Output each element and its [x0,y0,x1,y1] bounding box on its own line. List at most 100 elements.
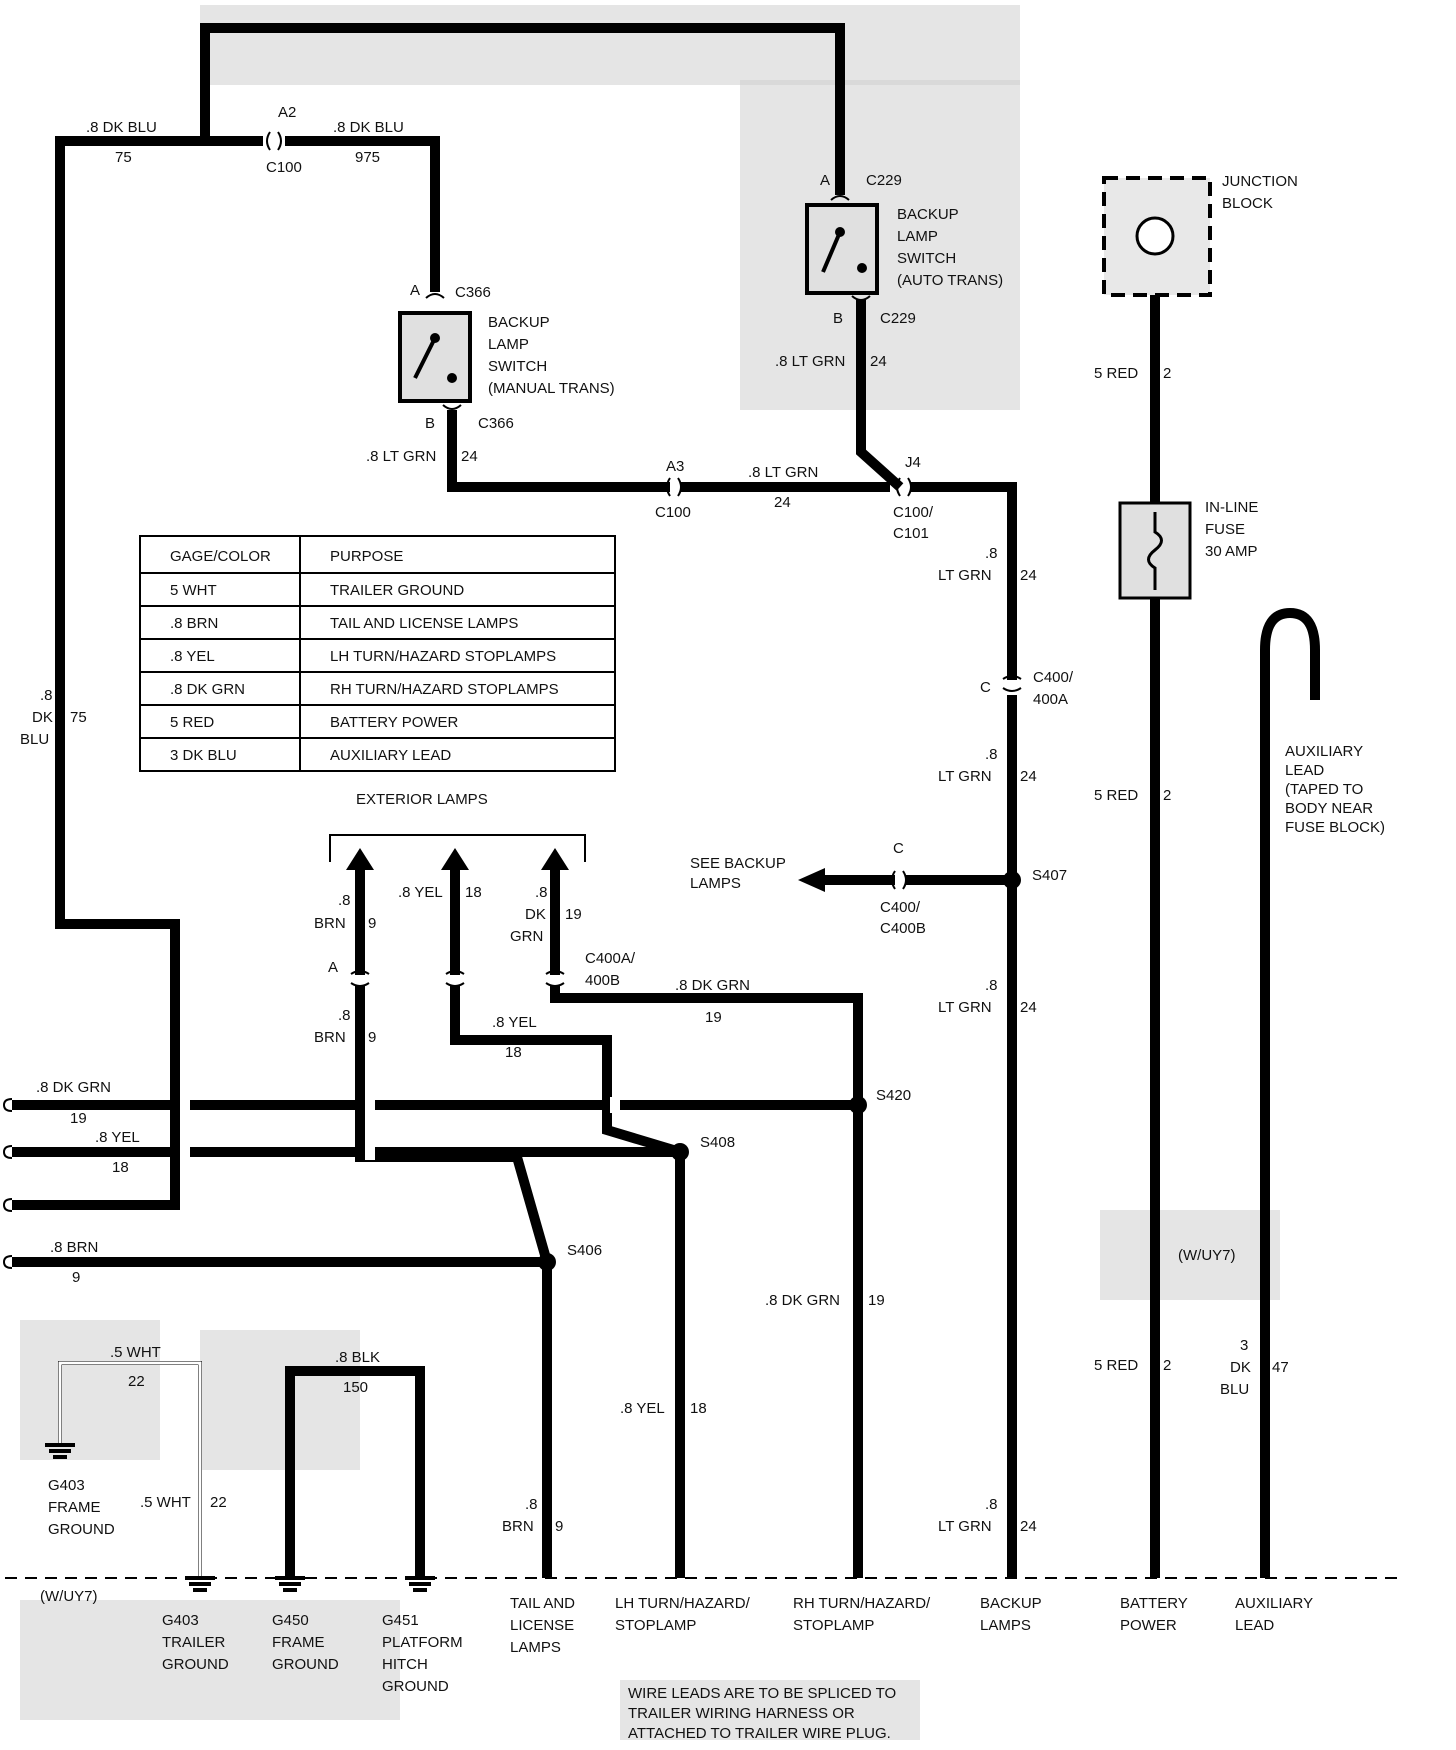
wire-label: 47 [1272,1359,1289,1376]
fuse-label-3: 30 AMP [1205,543,1258,560]
connector-symbols [2,131,1022,1269]
wire-label: .8 YEL [620,1400,665,1417]
ground-icon [185,1576,215,1592]
wire-label: 22 [128,1373,145,1390]
lead-label: LAMPS [510,1639,561,1656]
wire-label: .8 YEL [95,1129,140,1146]
conn-c100-c101-a: C100/ [893,504,934,521]
wire-label: .8 YEL [492,1014,537,1031]
wire-label: LT GRN [938,768,992,785]
table-cell: 3 DK BLU [170,747,237,764]
wire-label: .5 WHT [140,1494,191,1511]
wire-label: BLU [20,731,49,748]
wire-label: 9 [72,1269,80,1286]
auto-switch-label-3: SWITCH [897,250,956,267]
fuse-label-1: IN-LINE [1205,499,1258,516]
table-cell: AUXILIARY LEAD [330,747,451,764]
aux-lead-label: AUXILIARY [1285,743,1363,760]
wire-label: .8 [985,1496,998,1513]
conn-b-c366: B [425,415,435,432]
table-cell: 5 RED [170,714,214,731]
wire-label: .8 [985,746,998,763]
lead-label: POWER [1120,1617,1177,1634]
ground-label: GROUND [272,1656,339,1673]
wire-label: .8 [535,884,548,901]
wire-label: (W/UY7) [40,1588,98,1605]
conn-c400a-b: 400B [585,972,620,989]
see-backup-label: LAMPS [690,875,741,892]
lead-label: AUXILIARY [1235,1595,1313,1612]
conn-c100-top: C100 [266,159,302,176]
ground-label: FRAME [48,1499,101,1516]
wire-label: DK [525,906,546,923]
lead-labels: TAIL AND LICENSE LAMPS LH TURN/HAZARD/ S… [510,1595,1313,1656]
ground-label: GROUND [382,1678,449,1695]
wire-label: 18 [465,884,482,901]
splice-s407: S407 [1032,867,1067,884]
wire-label: 3 [1240,1337,1248,1354]
wire-label: 24 [1020,567,1037,584]
note-line: TRAILER WIRING HARNESS OR [628,1705,855,1722]
wire-label: 5 RED [1094,787,1138,804]
conn-c229-bot: C229 [880,310,916,327]
conn-b-c229: B [833,310,843,327]
connector-labels: A2 C100 C229 A B C229 C366 A B C366 A3 C… [266,104,1074,989]
backup-switch-manual: BACKUP LAMP SWITCH (MANUAL TRANS) [398,311,615,403]
wire-label: .8 [40,687,53,704]
aux-lead-label: FUSE BLOCK) [1285,819,1385,836]
wire-label: 24 [461,448,478,465]
wire-label: .8 LT GRN [366,448,436,465]
conn-c100-mid: C100 [655,504,691,521]
conn-c400b-b: C400B [880,920,926,937]
wire-label: 19 [705,1009,722,1026]
conn-c366-top: C366 [455,284,491,301]
table-header: PURPOSE [330,548,403,565]
conn-c400a-a: C400A/ [585,950,636,967]
conn-c400b-a: C400/ [880,899,921,916]
wire-label: (W/UY7) [1178,1247,1236,1264]
wire-label: 2 [1163,787,1171,804]
wire-label: 18 [690,1400,707,1417]
inline-fuse: IN-LINE FUSE 30 AMP [1118,499,1258,600]
ground-label: GROUND [162,1656,229,1673]
manual-switch-label-4: (MANUAL TRANS) [488,380,615,397]
manual-switch-label-3: SWITCH [488,358,547,375]
ground-label: TRAILER [162,1634,226,1651]
wire-label: BRN [502,1518,534,1535]
ground-label: PLATFORM [382,1634,463,1651]
ground-label: G451 [382,1612,419,1629]
wire-label: 19 [565,906,582,923]
ground-icon [45,1443,75,1459]
wire-label: 22 [210,1494,227,1511]
wire-labels: .8 DK BLU 75 .8 DK BLU 975 .8 LT GRN 24 … [20,119,1289,1605]
conn-c100-c101-b: C101 [893,525,929,542]
ground-label: G403 [162,1612,199,1629]
wire-label: .8 DK GRN [36,1079,111,1096]
wire-label: 75 [70,709,87,726]
table-cell: 5 WHT [170,582,217,599]
wire-label: 18 [112,1159,129,1176]
exterior-lamps-label: EXTERIOR LAMPS [356,791,488,808]
wire-label: LT GRN [938,1518,992,1535]
wire-label: .8 [338,1007,351,1024]
note-line: WIRE LEADS ARE TO BE SPLICED TO [628,1685,896,1702]
lead-label: LEAD [1235,1617,1274,1634]
aux-lead-label: BODY NEAR [1285,800,1373,817]
wire-label: .8 DK BLU [86,119,157,136]
wire-label: 18 [505,1044,522,1061]
table-cell: TAIL AND LICENSE LAMPS [330,615,518,632]
splice-s408: S408 [700,1134,735,1151]
junction-block-label-1: JUNCTION [1222,173,1298,190]
wire-label: .8 [985,977,998,994]
ground-label: FRAME [272,1634,325,1651]
wire-label: 5 RED [1094,1357,1138,1374]
conn-c400-b: 400A [1033,691,1068,708]
wire-label: .8 DK GRN [765,1292,840,1309]
wire-label: 24 [1020,999,1037,1016]
table-cell: TRAILER GROUND [330,582,464,599]
junction-block-label-2: BLOCK [1222,195,1273,212]
lead-label: LAMPS [980,1617,1031,1634]
conn-a3: A3 [666,458,684,475]
table-header: GAGE/COLOR [170,548,271,565]
